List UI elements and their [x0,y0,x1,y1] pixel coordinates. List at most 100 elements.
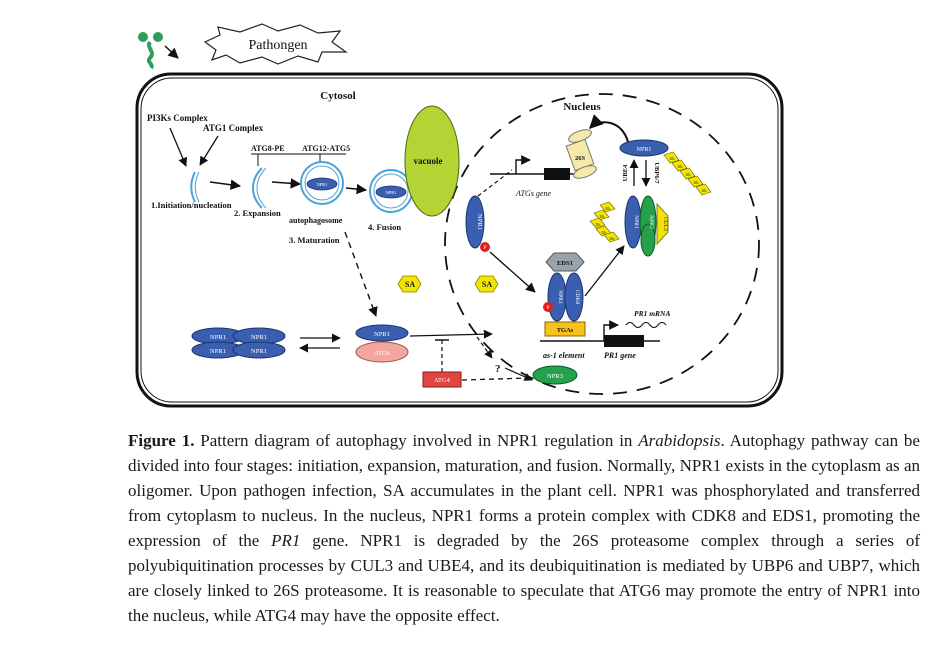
cell-outline [135,72,784,408]
pr1-gene [540,320,667,347]
phosphorylated-npr1: NPR1 P [465,195,490,252]
pr1-gene-label: PR1 gene [604,351,636,360]
ub-chain-left: Ub Ub Ub Ub Ub [589,201,620,243]
atg4-box [422,371,462,388]
caption-part3: gene. NPR1 is degraded by the 26S protea… [128,531,921,625]
ub-7: Ub [600,214,605,219]
stage4-label: 4. Fusion [368,222,401,232]
nucleus-envelope [444,93,760,395]
fusing-autophagosome: NPR1 [369,169,413,213]
caption-part2: . Autophagy pathway can be divided into … [128,431,920,550]
cytosol-label: Cytosol [320,90,355,102]
npr1-to-26s-arrow [589,114,629,143]
pr1-mrna-label: PR1 mRNA [634,309,670,318]
initiation-to-expansion-arrow [209,179,242,190]
pathogen-banner: Pathongen [203,23,348,65]
vacuole [404,105,460,217]
npr3-to-atg4-dashed [461,377,531,381]
ub-9: Ub [602,230,607,235]
cul3-npr3-label: NPR3 [648,215,654,229]
oligomer-npr1-b: NPR1 [251,334,267,341]
pathogen-icon [138,32,163,70]
oligomer-npr1-c: NPR1 [210,348,226,355]
question-mark: ? [495,363,501,375]
ubp67-label: UBP6/7 [653,162,660,184]
maturation-to-fusion-arrow [345,183,368,195]
phagophore-initiation [190,171,196,203]
figure-label: Figure 1. [128,431,195,450]
atg1-complex-label: ATG1 Complex [203,123,264,133]
autophagosome-npr1-label: NPR1 [316,182,327,187]
autophagy-npr1-diagram: Pathongen Cytosol Nucleus PI3Ks Complex … [135,23,784,408]
nucleus-label: Nucleus [563,101,601,113]
vacuole-label: vacuole [414,156,443,166]
atgs-gene-label: ATGs gene [515,189,551,198]
npr1-to-complex-arrow [489,251,536,293]
sa-cytosol: SA [397,275,422,293]
phospho-p-label: P [484,246,487,251]
sa-nucleus: SA [474,275,499,293]
complex-to-degradation-arrow [584,245,625,297]
complex-npr1-label: NPR1 [374,331,390,338]
ub-chain-top: Ub Ub Ub Ub Ub [663,151,712,196]
caption-part1: Pattern diagram of autophagy involved in… [194,431,639,450]
stage3-label: 3. Maturation [289,235,340,245]
npr3-label: NPR3 [547,373,563,380]
caption-organism: Arabidopsis [638,431,721,450]
ub-5: Ub [702,188,707,193]
pathogen-label: Pathongen [248,38,307,53]
autophagosome: NPR1 [300,161,344,205]
eds1-phospho-dot [543,302,553,312]
fusion-npr1-label: NPR1 [385,190,396,195]
autophagy-to-npr1-dashed-arrow [344,231,378,317]
npr1-cul3-complex: NPR1 NPR3 CUL3 [624,195,669,257]
oligomer-npr1-d: NPR1 [251,348,267,355]
ub-3: Ub [686,172,691,177]
ub-1: Ub [670,156,675,161]
ub-6: Ub [606,206,611,211]
npr1-to-nucleus-arrow [409,329,493,339]
eds1-label: EDS1 [557,260,573,267]
ube4-label: UBE4 [622,164,629,181]
atg8-pe-label: ATG8-PE [251,144,285,153]
npr3 [532,365,578,385]
nucleus-npr1-top [619,139,669,157]
atg4-label: ATG4 [434,377,451,384]
npr1-oligomer: NPR1 NPR1 NPR1 NPR1 [191,327,286,359]
atgs-gene [490,155,584,180]
pathogen-entry-arrow [164,45,179,59]
cul3-label: CUL3 [662,217,668,231]
proteasome-26s: 26S [565,129,597,179]
pi3k-arrow [169,127,188,167]
ub-4: Ub [694,180,699,185]
eds1-npr1-label: NPR1 [557,290,563,304]
npr1-complex-dashed-down [476,336,493,359]
ub-10: Ub [610,236,615,241]
tgas-label: TGAs [557,327,574,334]
figure-caption: Figure 1. Pattern diagram of autophagy i… [128,428,920,628]
nucleus-npr1-top-label: NPR1 [637,147,652,153]
phospho-npr1-label: NPR1 [476,214,483,230]
stage1-label: 1.Initiation/nucleation [151,200,232,210]
ub-8: Ub [596,222,601,227]
sa-cytosol-label: SA [405,280,415,289]
autophagosome-label: autophagosome [289,216,343,225]
pr1-mrna-wave [625,321,667,329]
sa-nucleus-label: SA [482,280,492,289]
npr3-question-arrow [504,367,533,381]
atg12-atg5-label: ATG12-ATG5 [302,144,350,153]
phospho-dot [480,242,490,252]
proteasome-26s-label: 26S [575,155,586,162]
ub-2: Ub [678,164,683,169]
pi3k-complex-label: PI3Ks Complex [147,113,208,123]
eds1-phospho-p: P [547,306,550,311]
expansion-to-maturation-arrow [271,178,302,189]
atg1-arrow [199,135,219,166]
phagophore-expansion [252,167,263,209]
caption-gene: PR1 [271,531,301,550]
eds1-complex: EDS1 NPR1 CDK8 P TGAs [543,252,586,337]
atg6-label: ATG6 [374,350,391,357]
oligomer-npr1-a: NPR1 [210,334,226,341]
npr1-atg6-complex: NPR1 ATG6 [355,324,409,363]
cul3-npr1-label: NPR1 [633,215,639,229]
